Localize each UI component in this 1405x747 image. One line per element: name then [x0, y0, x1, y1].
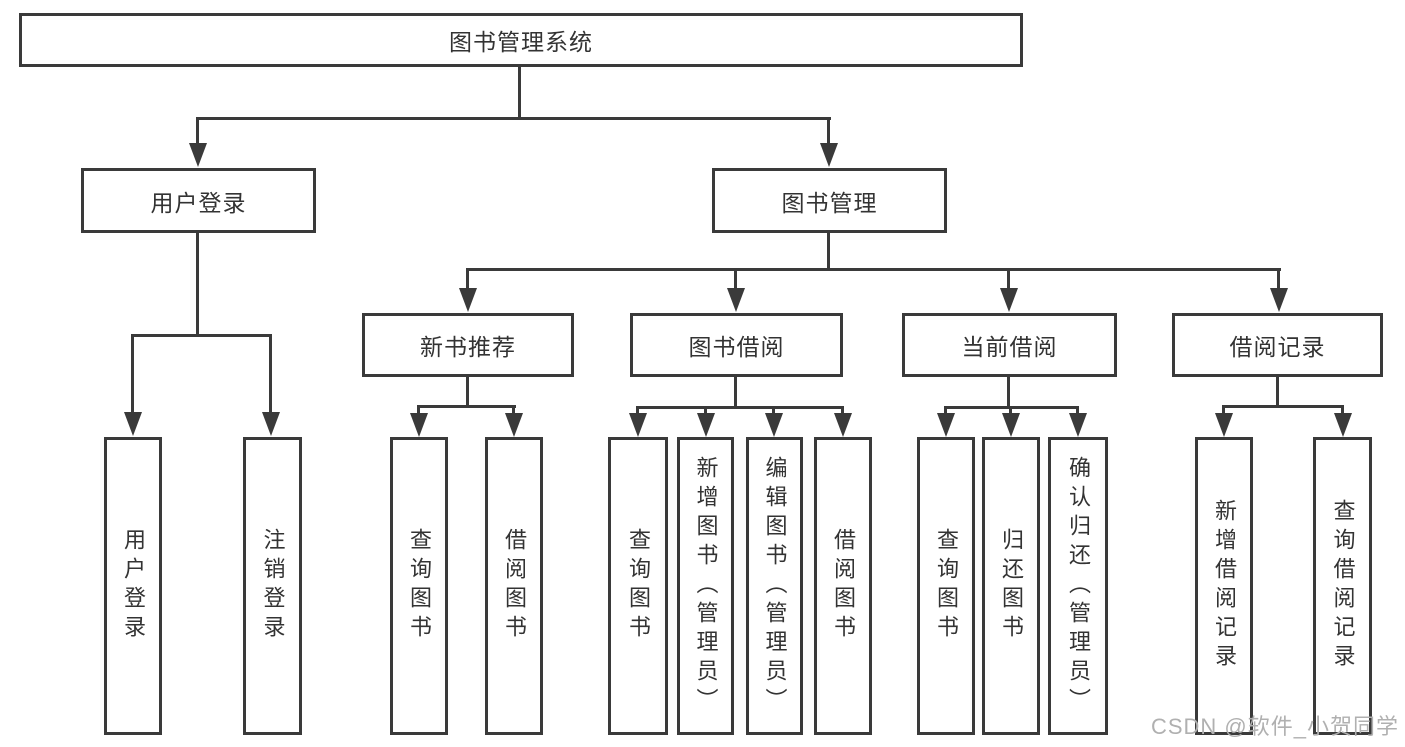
- leaf-newbook-query-books: 查询图书: [390, 437, 448, 735]
- leaf-user-login: 用户登录: [104, 437, 162, 735]
- connector-line: [1276, 377, 1279, 408]
- connector-arrowhead: [1069, 413, 1087, 437]
- connector-line: [944, 406, 947, 415]
- connector-line: [734, 377, 737, 408]
- connector-arrowhead: [697, 413, 715, 437]
- connector-line: [1009, 406, 1012, 415]
- connector-arrowhead: [1002, 413, 1020, 437]
- leaf-current-query-books: 查询图书: [917, 437, 975, 735]
- connector-line: [417, 405, 420, 415]
- connector-line: [196, 117, 199, 145]
- connector-line: [827, 233, 830, 270]
- leaf-borrowing-add-books-admin: 新增图书（管理员）: [677, 437, 734, 735]
- connector-line: [1277, 268, 1280, 290]
- connector-line: [704, 406, 707, 415]
- node-root: 图书管理系统: [19, 13, 1023, 67]
- connector-line: [772, 406, 775, 415]
- leaf-borrowing-borrow-books: 借阅图书: [814, 437, 872, 735]
- connector-arrowhead: [124, 412, 142, 436]
- connector-line: [269, 334, 272, 413]
- connector-line: [131, 334, 134, 413]
- leaf-newbook-borrow-books: 借阅图书: [485, 437, 543, 735]
- connector-line: [197, 117, 831, 120]
- node-user-login: 用户登录: [81, 168, 316, 233]
- connector-line: [1223, 405, 1344, 408]
- node-book-management: 图书管理: [712, 168, 947, 233]
- node-current-borrowing: 当前借阅: [902, 313, 1117, 377]
- connector-arrowhead: [765, 413, 783, 437]
- connector-arrowhead: [727, 288, 745, 312]
- csdn-watermark: CSDN @软件_小贺同学: [1150, 714, 1399, 739]
- connector-line: [418, 405, 516, 408]
- leaf-borrowing-edit-books-admin: 编辑图书（管理员）: [746, 437, 803, 735]
- connector-line: [512, 405, 515, 415]
- connector-line: [132, 334, 272, 337]
- connector-line: [466, 268, 469, 290]
- connector-line: [1222, 405, 1225, 415]
- connector-arrowhead: [1000, 288, 1018, 312]
- leaf-borrowing-query-books: 查询图书: [608, 437, 668, 735]
- connector-line: [1076, 406, 1079, 415]
- connector-line: [1341, 405, 1344, 415]
- connector-line: [636, 406, 844, 409]
- connector-arrowhead: [937, 413, 955, 437]
- node-new-book-recommend: 新书推荐: [362, 313, 574, 377]
- connector-line: [196, 233, 199, 336]
- connector-line: [827, 117, 830, 145]
- connector-arrowhead: [1215, 413, 1233, 437]
- connector-arrowhead: [262, 412, 280, 436]
- connector-arrowhead: [834, 413, 852, 437]
- connector-arrowhead: [505, 413, 523, 437]
- leaf-logout: 注销登录: [243, 437, 302, 735]
- connector-line: [1007, 377, 1010, 408]
- leaf-records-add-record: 新增借阅记录: [1195, 437, 1253, 735]
- connector-arrowhead: [1334, 413, 1352, 437]
- leaf-current-return-books: 归还图书: [982, 437, 1040, 735]
- node-borrowing-records: 借阅记录: [1172, 313, 1383, 377]
- connector-line: [1007, 268, 1010, 290]
- connector-line: [945, 406, 1079, 409]
- connector-arrowhead: [629, 413, 647, 437]
- connector-arrowhead: [459, 288, 477, 312]
- connector-arrowhead: [820, 143, 838, 167]
- node-book-borrowing: 图书借阅: [630, 313, 843, 377]
- connector-line: [734, 268, 737, 290]
- connector-arrowhead: [189, 143, 207, 167]
- connector-line: [466, 377, 469, 408]
- connector-line: [841, 406, 844, 415]
- leaf-records-query-record: 查询借阅记录: [1313, 437, 1372, 735]
- leaf-current-confirm-return-admin: 确认归还（管理员）: [1048, 437, 1108, 735]
- connector-line: [518, 67, 521, 119]
- connector-arrowhead: [410, 413, 428, 437]
- connector-line: [466, 268, 1281, 271]
- connector-line: [636, 406, 639, 415]
- connector-arrowhead: [1270, 288, 1288, 312]
